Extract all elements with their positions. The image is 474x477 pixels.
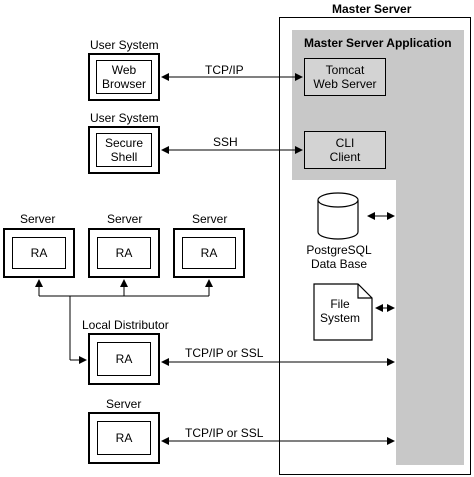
ssh-label: SSH: [213, 135, 238, 149]
tcpip-ssl-label-1: TCP/IP or SSL: [185, 346, 264, 360]
master-server-gray-band: [396, 180, 464, 465]
server-3-label: Server: [192, 212, 228, 226]
server-bottom-label: Server: [106, 397, 142, 411]
file-system-icon: [313, 283, 373, 341]
server-3-ra: RA: [182, 237, 236, 269]
postgresql-label: PostgreSQL Data Base: [306, 243, 372, 271]
server-1-label: Server: [20, 212, 56, 226]
local-distributor-ra: RA: [97, 342, 151, 376]
user-system-1-label: User System: [90, 38, 159, 52]
user-system-2-label: User System: [90, 111, 159, 125]
server-1-ra: RA: [12, 237, 66, 269]
master-server-title: Master Server: [332, 2, 412, 16]
server-bottom-ra: RA: [97, 421, 151, 455]
local-distributor-label: Local Distributor: [82, 318, 169, 332]
postgresql-database-icon: [317, 192, 359, 240]
file-system-label: File System: [319, 297, 360, 325]
tcpip-ssl-label-2: TCP/IP or SSL: [185, 426, 264, 440]
server-2-ra: RA: [97, 237, 151, 269]
master-server-application-title: Master Server Application: [304, 36, 452, 50]
web-browser: Web Browser: [96, 60, 152, 94]
tomcat-web-server: Tomcat Web Server: [304, 58, 386, 96]
server-2-label: Server: [107, 212, 143, 226]
cli-client: CLI Client: [304, 131, 386, 169]
secure-shell: Secure Shell: [96, 133, 152, 167]
